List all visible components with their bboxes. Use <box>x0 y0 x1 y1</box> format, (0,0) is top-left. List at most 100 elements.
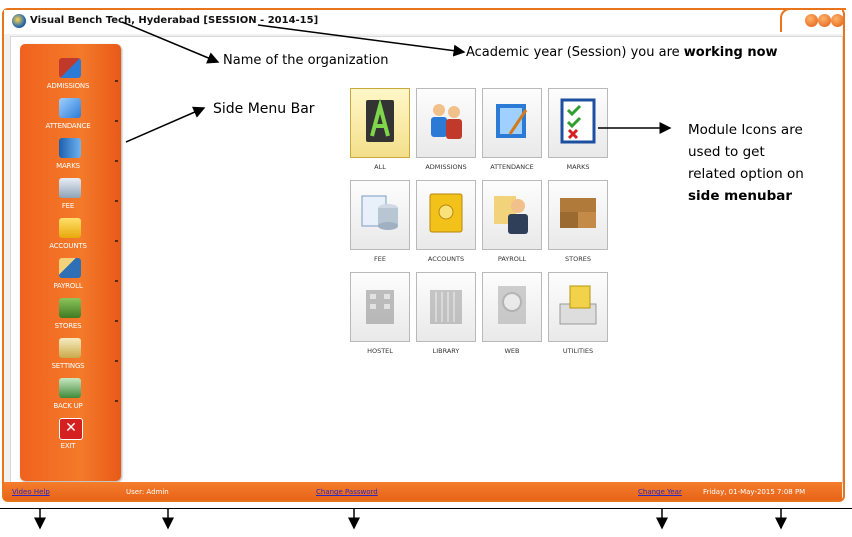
module-label: UTILITIES <box>562 347 594 355</box>
module-label: ALL <box>374 163 386 171</box>
module-tile-admissions[interactable]: ADMISSIONS <box>416 88 478 174</box>
module-label: ATTENDANCE <box>490 163 534 171</box>
hostel-module-icon <box>366 290 394 324</box>
side-menu-bar: ADMISSIONS ATTENDANCE MARKS FEE ACCOUNTS… <box>20 44 121 481</box>
fee-module-icon <box>361 195 398 230</box>
module-tile-utilities[interactable]: UTILITIES <box>548 272 610 358</box>
marks-icon <box>59 138 81 158</box>
admissions-module-icon <box>431 104 462 139</box>
sidebar-item-label: ACCOUNTS <box>49 242 87 250</box>
sidebar-item-label: MARKS <box>56 162 80 170</box>
sidebar-item-label: BACK UP <box>53 402 83 410</box>
annotation-line: related option on <box>688 166 804 182</box>
module-tile-web[interactable]: WEB <box>482 272 544 358</box>
module-label: WEB <box>504 347 520 355</box>
annotation-session-text: Academic year (Session) you are <box>466 45 684 60</box>
module-label: HOSTEL <box>367 347 393 355</box>
divider <box>0 508 852 509</box>
sidebar-item-exit[interactable]: ✕ EXIT <box>20 416 121 454</box>
attendance-module-icon <box>496 104 528 138</box>
menu-marker <box>115 360 118 362</box>
menu-marker <box>115 320 118 322</box>
video-help-link[interactable]: Video Help <box>12 488 50 496</box>
library-module-icon <box>430 290 462 324</box>
sidebar-item-label: SETTINGS <box>51 362 85 370</box>
window-title: Visual Bench Tech, Hyderabad [SESSION - … <box>30 15 319 26</box>
sidebar-item-label: ADMISSIONS <box>46 82 90 90</box>
tile-frame <box>416 272 476 342</box>
module-tile-accounts[interactable]: ACCOUNTS <box>416 180 478 266</box>
module-label: LIBRARY <box>432 347 460 355</box>
module-label: MARKS <box>566 163 590 171</box>
annotation-module-icons: Module Icons are used to get related opt… <box>688 119 804 207</box>
sidebar-item-fee[interactable]: FEE <box>20 176 121 214</box>
exit-icon: ✕ <box>59 418 83 440</box>
annotation-session: Academic year (Session) you are working … <box>466 45 778 60</box>
menu-marker <box>115 120 118 122</box>
menu-marker <box>115 160 118 162</box>
menu-marker <box>115 200 118 202</box>
module-tile-marks[interactable]: MARKS <box>548 88 610 174</box>
settings-icon <box>59 338 81 358</box>
payroll-icon <box>59 258 81 278</box>
sidebar-item-settings[interactable]: SETTINGS <box>20 336 121 374</box>
title-decoration <box>780 8 846 32</box>
menu-marker <box>115 400 118 402</box>
minimize-button[interactable] <box>805 14 818 27</box>
module-label: STORES <box>565 255 591 263</box>
sidebar-item-marks[interactable]: MARKS <box>20 136 121 174</box>
annotation-org-name: Name of the organization <box>223 53 389 68</box>
current-user: User: Admin <box>126 488 169 496</box>
tile-frame <box>416 88 476 158</box>
annotation-line: side menubar <box>688 188 793 204</box>
module-tile-attendance[interactable]: ATTENDANCE <box>482 88 544 174</box>
sidebar-item-payroll[interactable]: PAYROLL <box>20 256 121 294</box>
annotation-line: Module Icons are <box>688 122 803 138</box>
fee-icon <box>59 178 81 198</box>
sidebar-item-backup[interactable]: BACK UP <box>20 376 121 414</box>
sidebar-item-stores[interactable]: STORES <box>20 296 121 334</box>
stores-module-icon <box>560 198 596 228</box>
annotation-line: used to get <box>688 144 765 160</box>
annotation-session-bold: working now <box>683 45 778 60</box>
app-logo-icon <box>12 14 26 28</box>
module-label: ADMISSIONS <box>425 163 467 171</box>
change-password-link[interactable]: Change Password <box>316 488 378 496</box>
sidebar-item-label: ATTENDANCE <box>45 122 91 130</box>
sidebar-item-admissions[interactable]: ADMISSIONS <box>20 56 121 94</box>
maximize-button[interactable] <box>818 14 831 27</box>
annotation-side-menu: Side Menu Bar <box>213 101 315 117</box>
module-label: FEE <box>374 255 386 263</box>
module-label: ACCOUNTS <box>427 255 465 263</box>
sidebar-item-attendance[interactable]: ATTENDANCE <box>20 96 121 134</box>
sidebar-item-label: STORES <box>54 322 82 330</box>
module-tile-all[interactable]: ALL <box>350 88 412 174</box>
module-tile-stores[interactable]: STORES <box>548 180 610 266</box>
sidebar-item-label: FEE <box>61 202 75 210</box>
close-button[interactable] <box>831 14 844 27</box>
module-tile-library[interactable]: LIBRARY <box>416 272 478 358</box>
accounts-module-icon <box>429 193 463 233</box>
web-module-icon <box>498 286 526 324</box>
tile-frame <box>350 272 410 342</box>
utilities-module-icon <box>559 285 597 325</box>
payroll-module-icon <box>494 196 528 234</box>
change-year-link[interactable]: Change Year <box>638 488 682 496</box>
module-tile-payroll[interactable]: PAYROLL <box>482 180 544 266</box>
stores-icon <box>59 298 81 318</box>
menu-marker <box>115 240 118 242</box>
sidebar-item-accounts[interactable]: ACCOUNTS <box>20 216 121 254</box>
module-label: PAYROLL <box>497 255 527 263</box>
backup-icon <box>59 378 81 398</box>
module-tile-fee[interactable]: FEE <box>350 180 412 266</box>
tile-frame <box>482 272 542 342</box>
menu-marker <box>115 280 118 282</box>
status-bar <box>4 482 842 500</box>
marks-module-icon <box>560 98 596 144</box>
sidebar-item-label: EXIT <box>60 442 76 450</box>
menu-marker <box>115 80 118 82</box>
attendance-icon <box>59 98 81 118</box>
all-modules-icon <box>366 98 394 142</box>
sidebar-item-label: PAYROLL <box>53 282 83 290</box>
module-tile-hostel[interactable]: HOSTEL <box>350 272 412 358</box>
